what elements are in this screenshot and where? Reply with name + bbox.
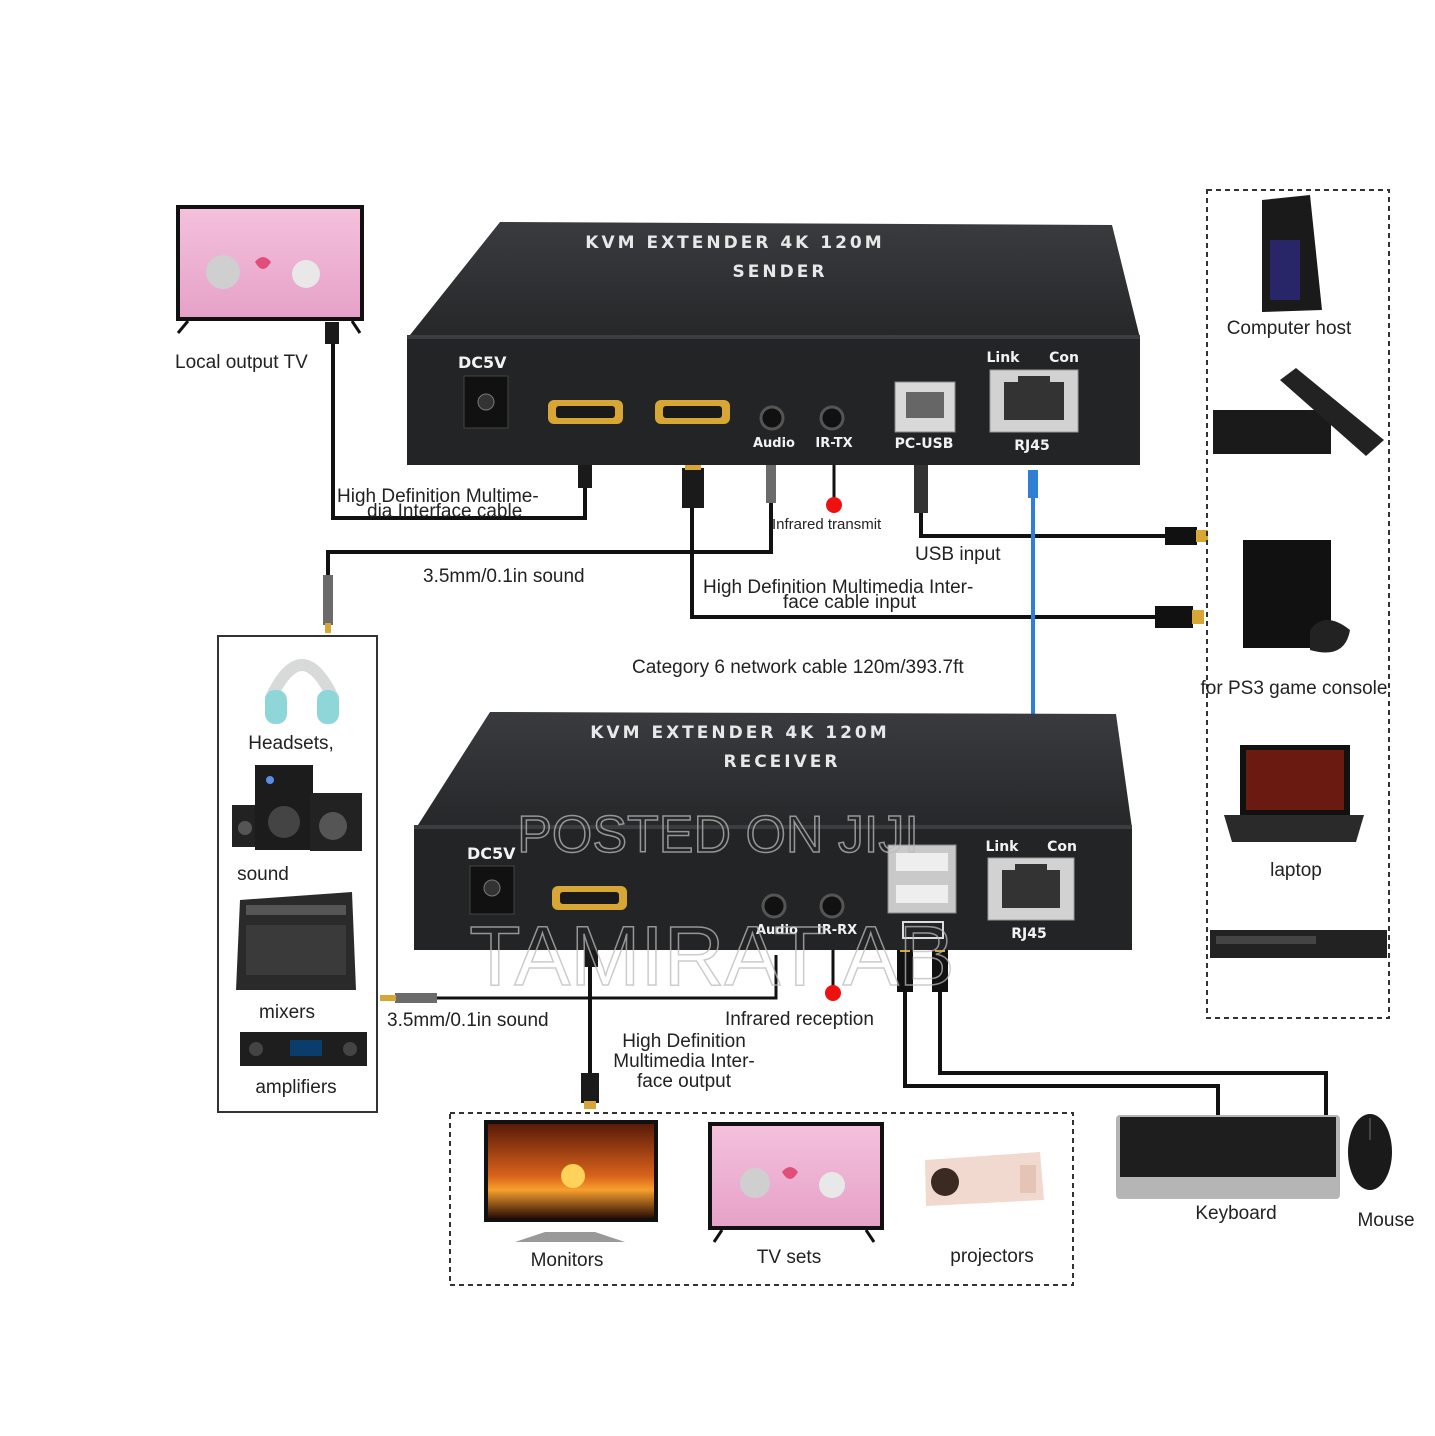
receiver-irrx-label: IR-RX bbox=[817, 923, 857, 938]
audio-cable-top bbox=[326, 460, 773, 590]
sender-title: KVM EXTENDER 4K 120M bbox=[585, 233, 884, 253]
receiver-device: KVM EXTENDER 4K 120M RECEIVER DC5V Audio… bbox=[414, 712, 1132, 950]
hdmi-input-label-1: High Definition Multimedia Inter- bbox=[703, 577, 973, 598]
sender-pcusb-label: PC-USB bbox=[895, 436, 954, 452]
mouse-icon bbox=[1348, 1114, 1392, 1190]
receiver-subtitle: RECEIVER bbox=[724, 752, 841, 772]
set-top-box-icon bbox=[1213, 368, 1384, 456]
hdmi-output-label-1: High Definition bbox=[622, 1031, 746, 1052]
sender-device: KVM EXTENDER 4K 120M SENDER DC5V Audio I… bbox=[407, 222, 1140, 465]
sender-irtx-jack bbox=[819, 405, 845, 431]
receiver-con-label: Con bbox=[1047, 839, 1077, 855]
audio-label-headsets: Headsets, bbox=[248, 733, 334, 754]
sender-audio-label: Audio bbox=[753, 436, 795, 451]
sound-top-label: 3.5mm/0.1in sound bbox=[423, 566, 585, 587]
sound-bottom-label: 3.5mm/0.1in sound bbox=[387, 1010, 549, 1031]
computer-host-icon bbox=[1262, 195, 1322, 312]
tv-set-icon bbox=[708, 1122, 884, 1243]
keyboard-cable bbox=[903, 990, 1220, 1118]
peripheral-label-keyboard: Keyboard bbox=[1195, 1203, 1276, 1224]
watermark-line-1: POSTED ON JIJI bbox=[517, 806, 919, 864]
source-label-computer: Computer host bbox=[1227, 318, 1352, 339]
amplifier-icon bbox=[240, 1032, 367, 1066]
local-tv-image bbox=[176, 205, 364, 334]
local-tv-label: Local output TV bbox=[175, 352, 308, 373]
ir-transmit-label: Infrared transmit bbox=[772, 516, 882, 533]
display-label-projectors: projectors bbox=[950, 1246, 1033, 1267]
monitor-icon bbox=[484, 1120, 658, 1242]
sender-link-label: Link bbox=[987, 350, 1021, 366]
usb-input-cable bbox=[919, 490, 1170, 538]
audio-label-amplifiers: amplifiers bbox=[255, 1077, 336, 1098]
display-label-tv: TV sets bbox=[757, 1247, 821, 1268]
sources-group bbox=[1206, 189, 1390, 1019]
cable-plugs bbox=[323, 322, 1208, 1109]
display-label-monitors: Monitors bbox=[531, 1250, 604, 1271]
receiver-rj45-label: RJ45 bbox=[1011, 926, 1046, 942]
audio-devices-group bbox=[217, 635, 378, 1113]
receiver-irrx-jack bbox=[819, 893, 845, 919]
receiver-link-label: Link bbox=[986, 839, 1020, 855]
audio-cable-bottom bbox=[436, 955, 778, 1000]
audio-label-sound: sound bbox=[237, 864, 289, 885]
cat6-label: Category 6 network cable 120m/393.7ft bbox=[632, 657, 964, 678]
ps3-console-icon bbox=[1243, 540, 1350, 653]
sender-rj45-label: RJ45 bbox=[1014, 438, 1049, 454]
hdmi-cable-label-2: dia Interface cable bbox=[367, 501, 522, 522]
ir-transmit-led bbox=[826, 497, 842, 513]
sender-subtitle: SENDER bbox=[733, 262, 828, 282]
headset-icon bbox=[264, 659, 340, 724]
receiver-audio-label: Audio bbox=[756, 923, 798, 938]
hdmi-output-label-3: face output bbox=[637, 1071, 732, 1092]
hdmi-input-cable bbox=[690, 500, 1160, 619]
source-label-ps3: for PS3 game console bbox=[1201, 678, 1388, 699]
sender-audio-jack bbox=[759, 405, 785, 431]
mixer-icon bbox=[236, 892, 356, 990]
laptop-icon bbox=[1224, 745, 1364, 842]
usb-input-label: USB input bbox=[915, 544, 1001, 565]
displays-group bbox=[449, 1112, 1074, 1286]
sender-dc-label: DC5V bbox=[458, 353, 507, 372]
dvd-player-icon bbox=[1210, 930, 1387, 958]
hdmi-input-label-2: face cable input bbox=[783, 592, 917, 613]
peripheral-label-mouse: Mouse bbox=[1357, 1210, 1414, 1231]
audio-label-mixers: mixers bbox=[259, 1002, 315, 1023]
ir-reception-label: Infrared reception bbox=[725, 1009, 874, 1030]
sender-con-label: Con bbox=[1049, 350, 1079, 366]
speaker-system-icon bbox=[232, 765, 362, 851]
hdmi-cable-label-1: High Definition Multime- bbox=[337, 486, 539, 507]
ir-reception-led bbox=[825, 985, 841, 1001]
watermark-line-2: TAMIRAT AB bbox=[469, 909, 954, 1003]
hdmi-output-label-2: Multimedia Inter- bbox=[613, 1051, 755, 1072]
receiver-dc-label: DC5V bbox=[467, 844, 516, 863]
sender-irtx-label: IR-TX bbox=[815, 436, 852, 451]
mouse-cable bbox=[938, 990, 1328, 1118]
receiver-audio-jack bbox=[761, 893, 787, 919]
keyboard-icon bbox=[1116, 1115, 1340, 1199]
projector-icon bbox=[925, 1152, 1044, 1206]
source-label-laptop: laptop bbox=[1270, 860, 1322, 881]
keyboard-port-icon bbox=[902, 921, 944, 939]
receiver-title: KVM EXTENDER 4K 120M bbox=[590, 723, 889, 743]
hdmi-local-tv-cable bbox=[331, 330, 587, 520]
